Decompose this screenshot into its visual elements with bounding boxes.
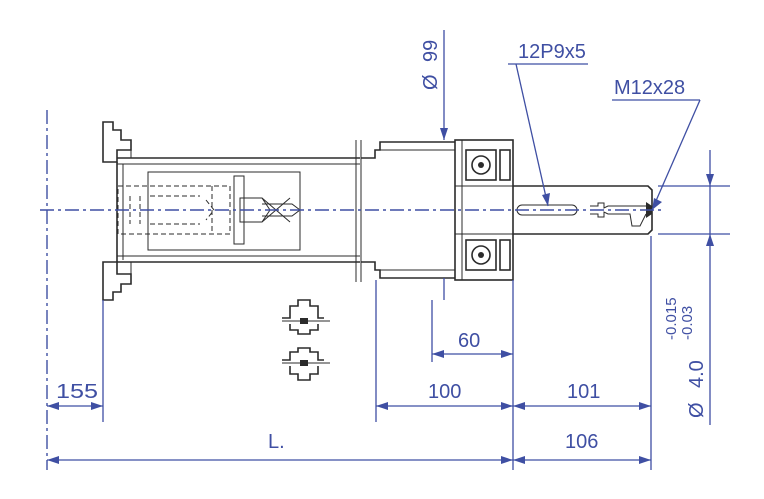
part-geometry [102,121,653,381]
inner-shaft-block [147,171,301,251]
dim-shaft-diameter: Ø 4.0 -0.015 -0.03 [663,150,714,425]
dim-flange-offset-label: 155 [56,381,98,403]
callout-key: 12P9x5 [508,41,588,207]
bearing-housing [454,139,514,281]
dim-shaft-diameter-label: 4.0 [686,360,708,388]
dim-bearing-offset: 60 [432,330,513,358]
housing-step [361,141,455,159]
dimension-lines: 155 60 100 101 106 [47,30,730,470]
keyway [516,204,578,216]
dim-shaft-tol-upper: -0.015 [663,297,680,340]
dim-bore-diameter-label: 99 [420,40,442,62]
flange-top [102,121,132,163]
dim-shaft-tol-lower: -0.03 [679,306,696,340]
dim-keyway-length-label: 101 [567,381,600,403]
dim-bearing-offset-label: 60 [458,330,480,352]
dim-overall-length: L. [47,431,513,464]
coupling-symbol-2 [282,347,330,381]
threaded-bore [590,202,647,227]
flange-bottom [102,261,132,301]
dim-bore-diameter: Ø 99 [420,40,448,140]
dim-shaft-length-label: 106 [565,431,598,453]
dim-overall-length-label: L. [268,431,285,453]
dim-keyway-length: 101 [513,381,651,410]
dim-shaft-length: 106 [513,431,651,464]
callout-thread-label: M12x28 [614,77,685,99]
dim-housing-length: 100 [376,381,513,410]
callout-thread: M12x28 [612,77,701,211]
callout-key-label: 12P9x5 [518,41,586,63]
bearing-bottom [465,239,497,271]
dim-shaft-diameter-symbol: Ø [686,402,708,418]
coupling-symbol-1 [282,299,330,335]
dim-housing-length-label: 100 [428,381,461,403]
dim-bore-diameter-symbol: Ø [420,74,442,90]
bearing-top [465,149,497,181]
dim-flange-offset: 155 [47,381,103,410]
